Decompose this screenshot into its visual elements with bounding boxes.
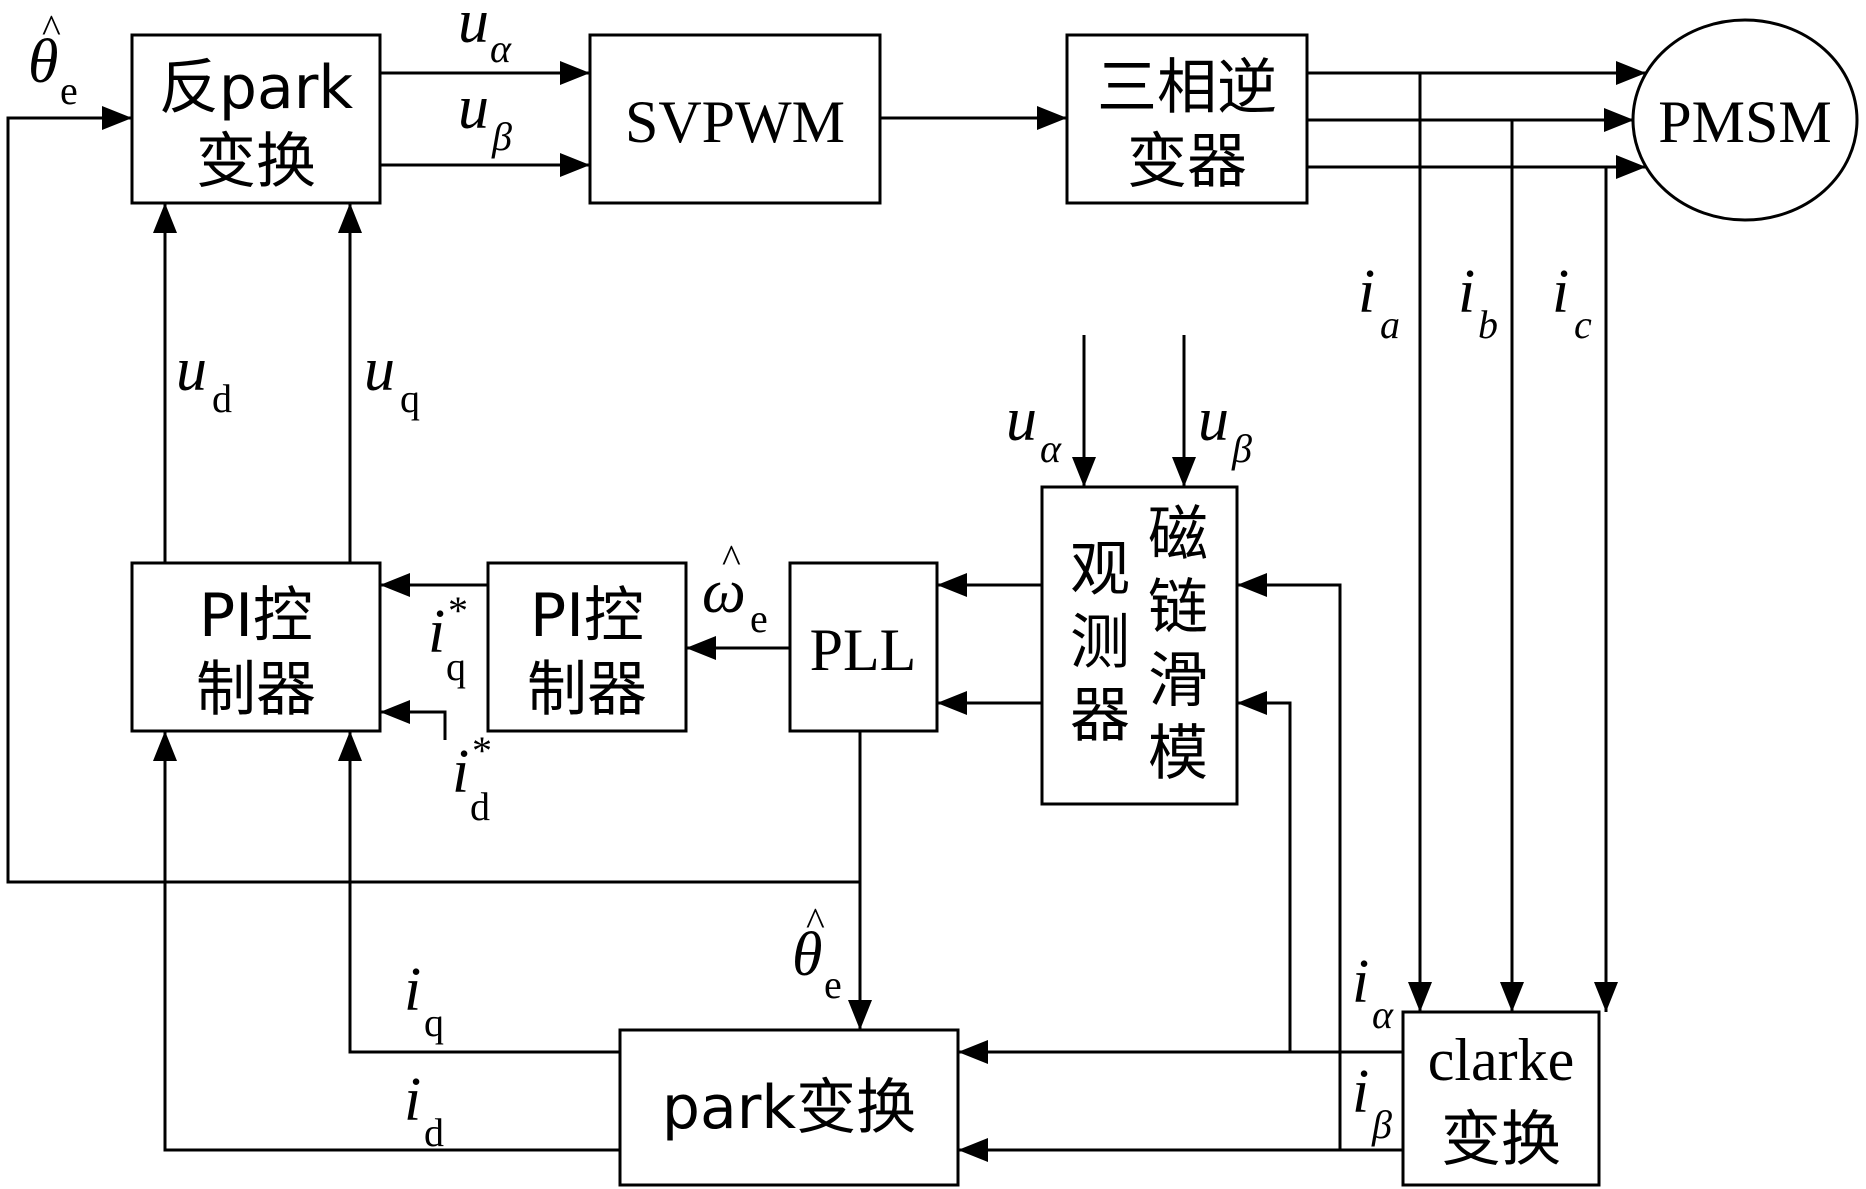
sub-beta: β [491, 114, 512, 159]
pi-current-label-2: 制器 [196, 655, 316, 725]
sub-beta: β [1371, 1102, 1392, 1147]
u-symbol: u [176, 336, 207, 404]
label-theta-e-park: ^ θ e [792, 899, 842, 1007]
wires [6, 61, 1646, 1162]
smo-char-2: 链 [1148, 573, 1208, 643]
label-theta-e-top: ^ θ e [28, 6, 78, 113]
label-iq-feedback: i q [404, 956, 444, 1045]
label-u-beta-observer: u β [1198, 386, 1252, 471]
sub-beta: β [1231, 426, 1252, 471]
u-symbol: u [458, 74, 489, 142]
label-ia: i a [1358, 258, 1400, 347]
inverse-park-label-1: 反park [159, 53, 354, 123]
label-iq-ref: i * q [428, 588, 468, 689]
sub-d: d [424, 1110, 444, 1155]
u-symbol: u [1198, 386, 1229, 454]
clarke-transform-block: clarke 变换 [1401, 1010, 1601, 1187]
theta-symbol: θ [28, 28, 58, 96]
i-symbol: i [404, 956, 421, 1024]
park-transform-block: park变换 [618, 1028, 960, 1187]
sub-q: q [424, 1000, 444, 1045]
label-u-beta-top: u β [458, 74, 512, 159]
omega-symbol: ω [702, 558, 746, 626]
u-symbol: u [1006, 386, 1037, 454]
sub-q: q [446, 644, 466, 689]
hat-mark: ^ [42, 6, 61, 51]
theta-symbol: θ [792, 921, 822, 989]
pi-speed-label-1: PI控 [530, 581, 644, 651]
pll-block: PLL [788, 561, 939, 733]
label-uq: u q [364, 336, 420, 421]
wire-iq-feedback [338, 731, 620, 1054]
wire-i-alpha-to-observer [1237, 691, 1292, 1052]
pi-speed-label-2: 制器 [527, 655, 647, 725]
u-symbol: u [364, 336, 395, 404]
svpwm-label: SVPWM [625, 89, 845, 155]
sub-d: d [470, 784, 490, 829]
inverter-block: 三相逆 变器 [1065, 33, 1309, 205]
i-symbol: i [404, 1066, 421, 1134]
i-symbol: i [1458, 258, 1475, 326]
clarke-label-1: clarke [1428, 1027, 1575, 1093]
smo-char-3: 滑 [1148, 646, 1208, 716]
label-u-alpha-top: u α [458, 0, 512, 71]
star-mark: * [472, 728, 492, 773]
sliding-mode-flux-observer-block: 磁 链 滑 模 观 测 器 [1040, 485, 1239, 806]
pi-speed-controller-block: PI控 制器 [486, 561, 688, 733]
i-symbol: i [1358, 258, 1375, 326]
i-symbol: i [1352, 948, 1369, 1016]
label-ud: u d [176, 336, 232, 421]
inverse-park-block: 反park 变换 [130, 33, 382, 205]
i-symbol: i [428, 598, 445, 666]
label-u-alpha-observer: u α [1006, 386, 1062, 471]
label-omega-e: ^ ω e [702, 536, 768, 641]
sub-alpha: α [1372, 992, 1394, 1037]
smo-char-6: 测 [1070, 608, 1130, 678]
pll-label: PLL [810, 617, 917, 683]
label-ib: i b [1458, 258, 1498, 347]
smo-char-5: 观 [1070, 535, 1130, 605]
sub-e: e [824, 962, 842, 1007]
i-symbol: i [452, 738, 469, 806]
inverter-label-2: 变器 [1127, 127, 1247, 197]
inverse-park-label-2: 变换 [196, 127, 316, 197]
smo-char-1: 磁 [1148, 500, 1208, 570]
i-symbol: i [1352, 1058, 1369, 1126]
pmsm-motor: PMSM [1631, 18, 1859, 222]
svpwm-block: SVPWM [588, 33, 882, 205]
wire-i-beta-to-observer [1237, 573, 1342, 1150]
pi-current-label-1: PI控 [199, 581, 313, 651]
clarke-label-2: 变换 [1441, 1105, 1561, 1175]
sub-q: q [400, 376, 420, 421]
label-id-feedback: i d [404, 1066, 444, 1155]
u-symbol: u [458, 0, 489, 56]
sub-alpha: α [490, 26, 512, 71]
sub-a: a [1380, 302, 1400, 347]
label-i-beta-clarke: i β [1352, 1058, 1392, 1147]
sub-d: d [212, 376, 232, 421]
sub-e: e [750, 596, 768, 641]
star-mark: * [448, 588, 468, 633]
park-label: park变换 [662, 1073, 916, 1143]
inverter-label-1: 三相逆 [1097, 53, 1277, 123]
sub-e: e [60, 68, 78, 113]
i-symbol: i [1552, 258, 1569, 326]
hat-mark: ^ [722, 536, 741, 581]
label-id-ref: i * d [452, 728, 492, 829]
label-ic: i c [1552, 258, 1592, 347]
wire-theta-to-inverse-park [6, 106, 860, 884]
smo-char-7: 器 [1070, 681, 1130, 751]
sub-alpha: α [1040, 426, 1062, 471]
pmsm-label: PMSM [1658, 89, 1831, 155]
sub-c: c [1574, 302, 1592, 347]
wire-id-ref [380, 700, 447, 740]
smo-char-4: 模 [1148, 719, 1208, 789]
pi-current-controller-block: PI控 制器 [130, 561, 382, 733]
hat-mark: ^ [806, 899, 825, 944]
label-i-alpha-clarke: i α [1352, 948, 1394, 1037]
wire-id-feedback [153, 731, 620, 1152]
sub-b: b [1478, 302, 1498, 347]
